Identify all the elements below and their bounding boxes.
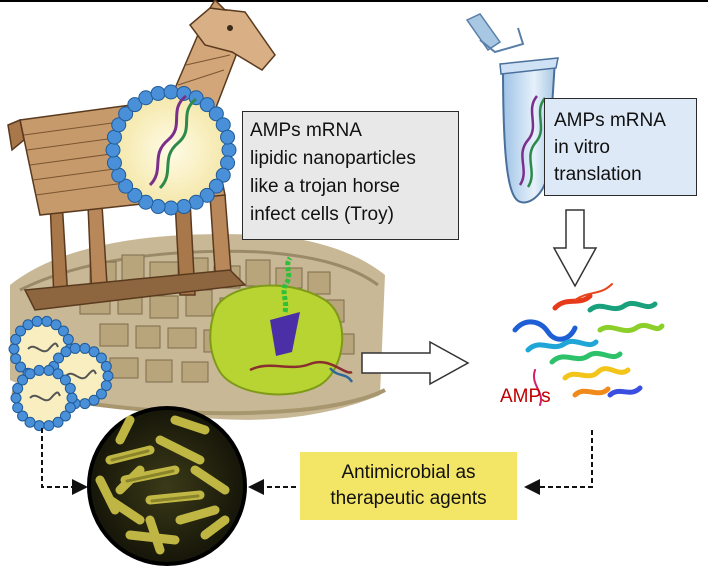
lipid-bead (10, 392, 22, 404)
lipid-bead (59, 374, 71, 386)
test-tube (465, 13, 559, 204)
caption-line: Antimicrobial as (341, 462, 476, 483)
lipid-bead (24, 368, 36, 380)
lipid-bead (64, 382, 76, 394)
caption-line: AMPs mRNA (554, 110, 666, 131)
lipid-bead (60, 346, 72, 358)
lipid-bead (208, 106, 224, 122)
top-rule (0, 0, 708, 2)
lipid-bead (163, 200, 179, 216)
dashed-arrow-amps-to-antimicrobial (524, 430, 593, 495)
infected-cell (209, 256, 354, 396)
arrow-vitro-to-amps (552, 209, 598, 288)
lipid-bead (105, 142, 121, 158)
lipid-bead (10, 333, 22, 345)
lipid-bead (8, 343, 20, 355)
caption-line: therapeutic agents (330, 488, 487, 509)
lipid-bead (43, 364, 55, 376)
lipid-bead (17, 374, 29, 386)
lipid-bead (41, 315, 53, 327)
lipid-bead (88, 346, 100, 358)
lipid-bead (127, 187, 143, 203)
lipid-bead (52, 416, 64, 428)
caption-line: translation (554, 164, 642, 185)
lipid-bead (95, 388, 107, 400)
lipid-bead (199, 187, 215, 203)
lipid-bead (59, 410, 71, 422)
lipid-bead (66, 392, 78, 404)
lipid-bead (118, 178, 134, 194)
lipid-bead (150, 85, 166, 101)
lipid-bead (102, 370, 114, 382)
lipid-bead (15, 325, 27, 337)
lipid-bead (79, 342, 91, 354)
lipid-bead (31, 315, 43, 327)
caption-line: in vitro (554, 137, 610, 158)
lipid-bead (220, 129, 236, 145)
lipid-bead (100, 360, 112, 372)
bacteria-image (87, 406, 247, 566)
lipid-bead (199, 97, 215, 113)
lipid-bead (106, 155, 122, 171)
lipid-bead (100, 380, 112, 392)
lipid-bead (10, 353, 22, 365)
lipid-bead (12, 382, 24, 394)
lipid-bead (163, 84, 179, 100)
lipid-bead (88, 394, 100, 406)
mrna-strand (27, 342, 59, 353)
lipid-bead (22, 319, 34, 331)
lipid-bead (17, 410, 29, 422)
lipid-bead (95, 352, 107, 364)
lipid-bead (138, 194, 154, 210)
lipid-bead (208, 178, 224, 194)
lipid-bead (43, 420, 55, 432)
in-vitro-translation-caption: AMPs mRNA in vitro translation (544, 98, 697, 196)
lipid-bead (64, 402, 76, 414)
lipid-bead (52, 368, 64, 380)
antimicrobial-caption: Antimicrobial as therapeutic agents (300, 452, 517, 520)
lipid-bead (215, 167, 231, 183)
mrna-strand (65, 369, 97, 380)
lipid-bead (127, 97, 143, 113)
lipid-bead (57, 325, 69, 337)
caption-line: like a trojan horse (250, 176, 400, 197)
mrna-strand (29, 391, 61, 402)
caption-line: lipidic nanoparticles (250, 148, 416, 169)
lipid-bead (50, 319, 62, 331)
lipid-nanoparticles-small (8, 315, 114, 432)
lipid-bead (176, 199, 192, 215)
amps-label: AMPs (500, 386, 551, 407)
lipid-bead (15, 361, 27, 373)
lipid-bead (118, 106, 134, 122)
lipid-bead (111, 117, 127, 133)
trojan-horse-caption: AMPs mRNA lipidic nanoparticles like a t… (242, 111, 459, 240)
arrow-cell-to-amps (361, 340, 470, 386)
lipid-bead (62, 333, 74, 345)
lipid-bead (24, 416, 36, 428)
caption-line: AMPs mRNA (250, 120, 362, 141)
lipid-bead (33, 364, 45, 376)
lipid-bead (53, 352, 65, 364)
dashed-arrow-nanoparticles-to-bacteria (41, 428, 88, 495)
lipid-bead (12, 402, 24, 414)
lipid-bead (79, 398, 91, 410)
caption-line: infect cells (Troy) (250, 204, 394, 225)
lipid-bead (221, 142, 237, 158)
nanoparticle-core (16, 370, 72, 426)
lipid-nanoparticle-large (105, 84, 237, 216)
amps-protein-structure (512, 283, 665, 406)
lipid-bead (69, 342, 81, 354)
